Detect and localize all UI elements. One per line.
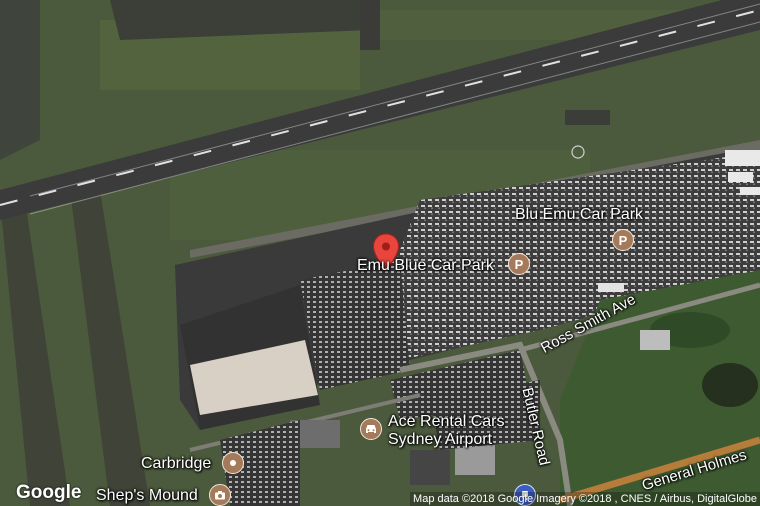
parking-icon-glyph: P [618,232,628,248]
google-logo: Google [16,482,82,503]
label-sydney-airport[interactable]: Sydney Airport [388,431,493,448]
label-ace-rental-cars[interactable]: Ace Rental Cars [388,413,505,430]
label-emu-blue-car-park[interactable]: Emu Blue Car Park [357,257,494,274]
parking-icon-glyph: P [514,256,524,272]
train-icon [522,491,528,500]
camera-icon[interactable] [209,484,231,506]
car-rental-icon[interactable] [360,418,382,440]
dot-icon [230,460,236,466]
label-blu-emu-car-park[interactable]: Blu Emu Car Park [515,206,644,223]
parking-icon[interactable]: P [508,253,530,275]
parking-icon[interactable]: P [612,229,634,251]
label-sheps-mound[interactable]: Shep's Mound [96,487,198,504]
map-attribution[interactable]: Map data ©2018 Google Imagery ©2018 , CN… [410,492,760,506]
label-carbridge[interactable]: Carbridge [141,455,212,472]
transit-icon[interactable] [514,484,536,506]
place-icon[interactable] [222,452,244,474]
car-icon [366,425,376,433]
map-pin-icon[interactable] [372,233,400,271]
camera-glyph-icon [215,491,225,500]
